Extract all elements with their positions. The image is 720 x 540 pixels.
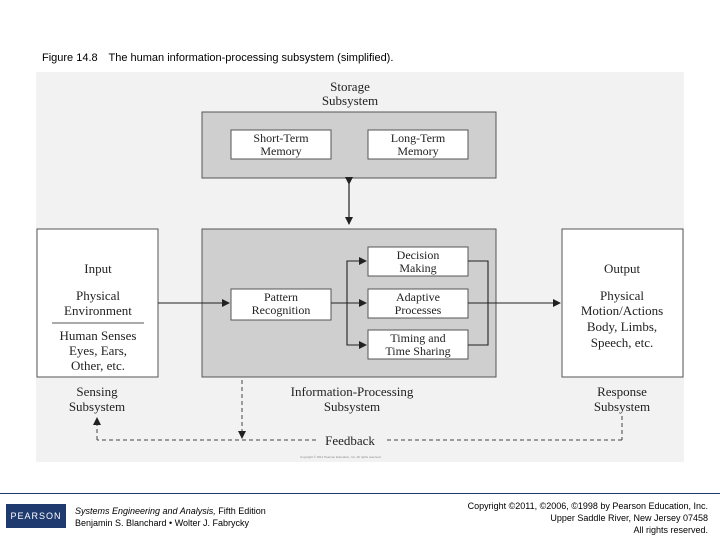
output-title: Output [604, 261, 641, 276]
decision-making-label: Decision [397, 248, 440, 262]
book-title: Systems Engineering and Analysis, [75, 506, 216, 516]
copyright-line-2: Upper Saddle River, New Jersey 07458 [550, 513, 708, 523]
long-term-memory-label: Long-Term [391, 131, 446, 145]
human-senses-label-2: Eyes, Ears, [69, 343, 127, 358]
copyright-line-1: Copyright ©2011, ©2006, ©1998 by Pearson… [467, 501, 708, 511]
storage-subtitle: Subsystem [322, 93, 378, 108]
footer-divider [0, 493, 720, 494]
output-label-1: Physical [600, 288, 644, 303]
timing-box [367, 329, 469, 360]
response-subsystem-sublabel: Subsystem [594, 399, 650, 414]
book-edition: Fifth Edition [215, 506, 266, 516]
human-senses-label: Human Senses [60, 328, 137, 343]
short-term-memory-label-2: Memory [260, 144, 301, 158]
long-term-memory-box [367, 129, 469, 160]
short-term-memory-label: Short-Term [253, 131, 309, 145]
copyright-notice: Copyright ©2011, ©2006, ©1998 by Pearson… [468, 500, 708, 536]
adaptive-processes-label-2: Processes [395, 303, 442, 317]
book-info: Systems Engineering and Analysis, Fifth … [75, 505, 266, 529]
output-label-4: Speech, etc. [591, 335, 653, 350]
timing-label-2: Time Sharing [385, 344, 450, 358]
tiny-credit: Copyright © 2011 Pearson Education, Inc.… [300, 455, 382, 459]
book-authors: Benjamin S. Blanchard • Wolter J. Fabryc… [75, 518, 250, 528]
figure-caption: Figure 14.8 The human information-proces… [42, 52, 393, 64]
pattern-recognition-box [230, 288, 332, 321]
decision-making-label-2: Making [399, 261, 436, 275]
output-box [561, 228, 684, 378]
pattern-to-decision-arrow [346, 257, 367, 303]
adaptive-processes-label: Adaptive [396, 290, 440, 304]
information-processing-sublabel: Subsystem [324, 399, 380, 414]
response-subsystem-label: Response [597, 384, 647, 399]
adaptive-processes-box [367, 288, 469, 319]
input-environment-label-2: Environment [64, 303, 132, 318]
sensing-subsystem-label: Sensing [76, 384, 118, 399]
pattern-recognition-label-2: Recognition [252, 303, 311, 317]
input-title: Input [84, 261, 112, 276]
information-processing-label: Information-Processing [291, 384, 414, 399]
timing-label: Timing and [390, 331, 445, 345]
feedback-label: Feedback [325, 433, 375, 448]
input-environment-label: Physical [76, 288, 120, 303]
storage-title: Storage [330, 79, 370, 94]
output-label-3: Body, Limbs, [587, 319, 657, 334]
human-senses-label-3: Other, etc. [71, 358, 125, 373]
pattern-to-timing-arrow [346, 303, 367, 349]
pattern-recognition-label: Pattern [264, 290, 298, 304]
pearson-logo: PEARSON [6, 504, 66, 528]
figure-title: The human information-processing subsyst… [108, 52, 394, 64]
figure-number: Figure 14.8 [42, 52, 98, 64]
long-term-memory-label-2: Memory [397, 144, 438, 158]
output-label-2: Motion/Actions [581, 303, 663, 318]
sensing-subsystem-sublabel: Subsystem [69, 399, 125, 414]
copyright-line-3: All rights reserved. [633, 525, 708, 535]
short-term-memory-box [230, 129, 332, 160]
